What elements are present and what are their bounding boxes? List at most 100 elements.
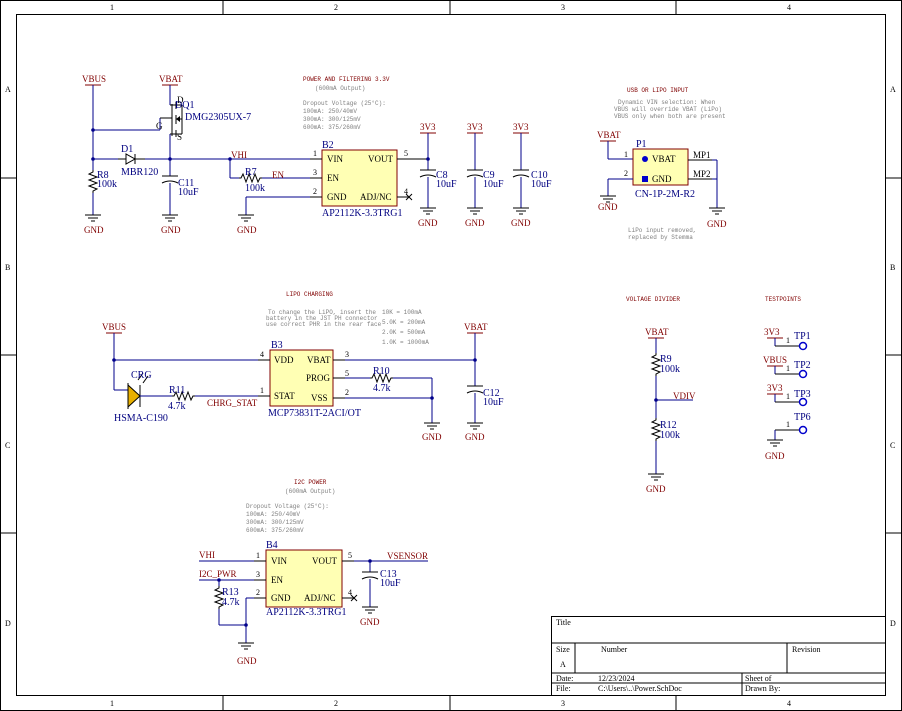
svg-text:B3: B3 xyxy=(271,340,283,351)
section-voltage-divider: VOLTAGE DIVIDER VBAT xyxy=(626,296,680,353)
gnd-symbol-p1: GND xyxy=(598,195,618,212)
svg-text:10uF: 10uF xyxy=(380,578,401,589)
capacitor-c11: C11 10uF xyxy=(161,175,199,215)
col-label-1-bottom: 1 xyxy=(110,699,114,708)
resistor-r8: R8 100k xyxy=(87,159,117,215)
svg-text:100k: 100k xyxy=(660,430,680,441)
svg-text:VOUT: VOUT xyxy=(312,556,337,566)
svg-text:TP2: TP2 xyxy=(794,360,811,371)
svg-text:VIN: VIN xyxy=(271,556,287,566)
svg-text:VSS: VSS xyxy=(311,393,328,403)
svg-text:2.0K = 500mA: 2.0K = 500mA xyxy=(382,329,426,336)
vbus-power-port-b3: VBUS xyxy=(102,322,126,380)
svg-text:2: 2 xyxy=(256,588,260,597)
sheet-label: Sheet of xyxy=(745,674,772,683)
capacitor-c10: 3V3 C10 10uF GND xyxy=(511,122,552,228)
svg-text:100k: 100k xyxy=(97,179,117,190)
svg-text:2: 2 xyxy=(624,169,628,178)
svg-text:MP1: MP1 xyxy=(693,150,711,160)
svg-text:1: 1 xyxy=(786,364,790,373)
file-value: C:\Users\..\Power.SchDoc xyxy=(598,684,682,693)
row-label-b: B xyxy=(5,263,10,272)
svg-text:C9: C9 xyxy=(483,170,495,181)
svg-text:3: 3 xyxy=(313,168,317,177)
svg-text:R8: R8 xyxy=(97,170,109,181)
svg-text:1: 1 xyxy=(256,551,260,560)
svg-text:VBUS: VBUS xyxy=(82,74,106,84)
diode-d1: D1 MBR120 xyxy=(93,144,310,178)
resistor-r13: R13 4.7k xyxy=(213,580,246,626)
row-label-c-right: C xyxy=(890,441,895,450)
svg-text:MBR120: MBR120 xyxy=(121,167,158,178)
svg-text:GND: GND xyxy=(646,484,666,494)
svg-text:4: 4 xyxy=(404,187,408,196)
svg-text:3V3: 3V3 xyxy=(767,383,783,393)
svg-text:TP3: TP3 xyxy=(794,389,811,400)
size-value: A xyxy=(560,660,566,669)
power-filter-note-4: 600mA: 375/260mV xyxy=(303,124,361,131)
vsensor-net-label: VSENSOR xyxy=(387,551,428,561)
svg-text:D1: D1 xyxy=(121,144,133,155)
svg-text:G: G xyxy=(156,121,163,131)
svg-text:3: 3 xyxy=(345,350,349,359)
voltage-divider-title: VOLTAGE DIVIDER xyxy=(626,296,680,303)
svg-text:EN: EN xyxy=(327,173,339,183)
svg-text:P1: P1 xyxy=(636,139,647,150)
testpoints-title: TESTPOINTS xyxy=(765,296,801,303)
svg-text:VBUS: VBUS xyxy=(102,322,126,332)
svg-text:300mA: 300/125mV: 300mA: 300/125mV xyxy=(246,519,304,526)
svg-text:MP2: MP2 xyxy=(693,169,711,179)
connector-p1: P1 CN-1P-2M-R2 VBAT GND 1 2 MP1 MP2 xyxy=(624,139,712,200)
title-label: Title xyxy=(556,618,571,627)
resistor-r9: R9 100k xyxy=(650,353,680,376)
svg-text:600mA: 375/260mV: 600mA: 375/260mV xyxy=(246,527,304,534)
svg-text:AP2112K-3.3TRG1: AP2112K-3.3TRG1 xyxy=(322,208,402,219)
col-label-2-bottom: 2 xyxy=(334,699,338,708)
svg-text:GND: GND xyxy=(360,617,380,627)
row-label-b-right: B xyxy=(890,263,895,272)
svg-text:VBUS only when both are presen: VBUS only when both are present xyxy=(614,113,726,120)
svg-text:5.0K = 200mA: 5.0K = 200mA xyxy=(382,319,426,326)
col-label-3-bottom: 3 xyxy=(561,699,565,708)
svg-text:C13: C13 xyxy=(380,569,397,580)
svg-text:1: 1 xyxy=(786,420,790,429)
svg-text:TP1: TP1 xyxy=(794,331,811,342)
gnd-symbol-mp: GND xyxy=(707,207,727,229)
svg-text:GND: GND xyxy=(237,656,257,666)
chrg-stat-net-label: CHRG_STAT xyxy=(207,398,258,408)
revision-label: Revision xyxy=(792,645,820,654)
i2c-pwr-net-label: I2C_PWR xyxy=(199,569,237,579)
svg-text:GND: GND xyxy=(652,174,672,184)
svg-text:4: 4 xyxy=(348,588,352,597)
svg-text:4.7k: 4.7k xyxy=(373,383,391,394)
junction-dot xyxy=(430,396,434,400)
svg-text:use correct PHR in the rear fa: use correct PHR in the rear face xyxy=(266,321,382,328)
svg-text:10uF: 10uF xyxy=(436,179,457,190)
pin1-dot xyxy=(642,156,648,162)
testpoint-tp6: 1 TP6 GND xyxy=(765,412,811,461)
resistor-r7: R7 100k EN xyxy=(230,167,310,194)
section-testpoints: TESTPOINTS xyxy=(765,296,801,303)
svg-text:4: 4 xyxy=(260,350,264,359)
svg-text:2: 2 xyxy=(345,388,349,397)
svg-text:TP6: TP6 xyxy=(794,412,811,423)
svg-text:10uF: 10uF xyxy=(483,179,504,190)
svg-text:C10: C10 xyxy=(531,170,548,181)
section-lipo-charge: LIPO CHARGING To change the LiPO, insert… xyxy=(266,291,429,346)
svg-text:VBAT: VBAT xyxy=(652,154,676,164)
svg-text:battery in the JST PH connecto: battery in the JST PH connector xyxy=(266,315,378,322)
svg-text:Dropout Voltage (25°C):: Dropout Voltage (25°C): xyxy=(246,503,329,510)
svg-text:GND: GND xyxy=(465,218,485,228)
junction-dot xyxy=(473,358,477,362)
vdiv-net-label: VDIV xyxy=(673,391,696,401)
power-filter-note-2: 100mA: 250/40mV xyxy=(303,108,357,115)
col-label-4: 4 xyxy=(787,3,791,12)
vbus-power-port: VBUS xyxy=(82,74,106,159)
svg-text:100k: 100k xyxy=(660,364,680,375)
svg-text:LiPo input removed,: LiPo input removed, xyxy=(628,227,696,234)
svg-text:STAT: STAT xyxy=(274,391,295,401)
svg-text:DQ1: DQ1 xyxy=(175,100,194,111)
gnd-symbol-b3: GND xyxy=(422,422,442,442)
date-label: Date: xyxy=(556,674,573,683)
svg-text:1: 1 xyxy=(786,392,790,401)
